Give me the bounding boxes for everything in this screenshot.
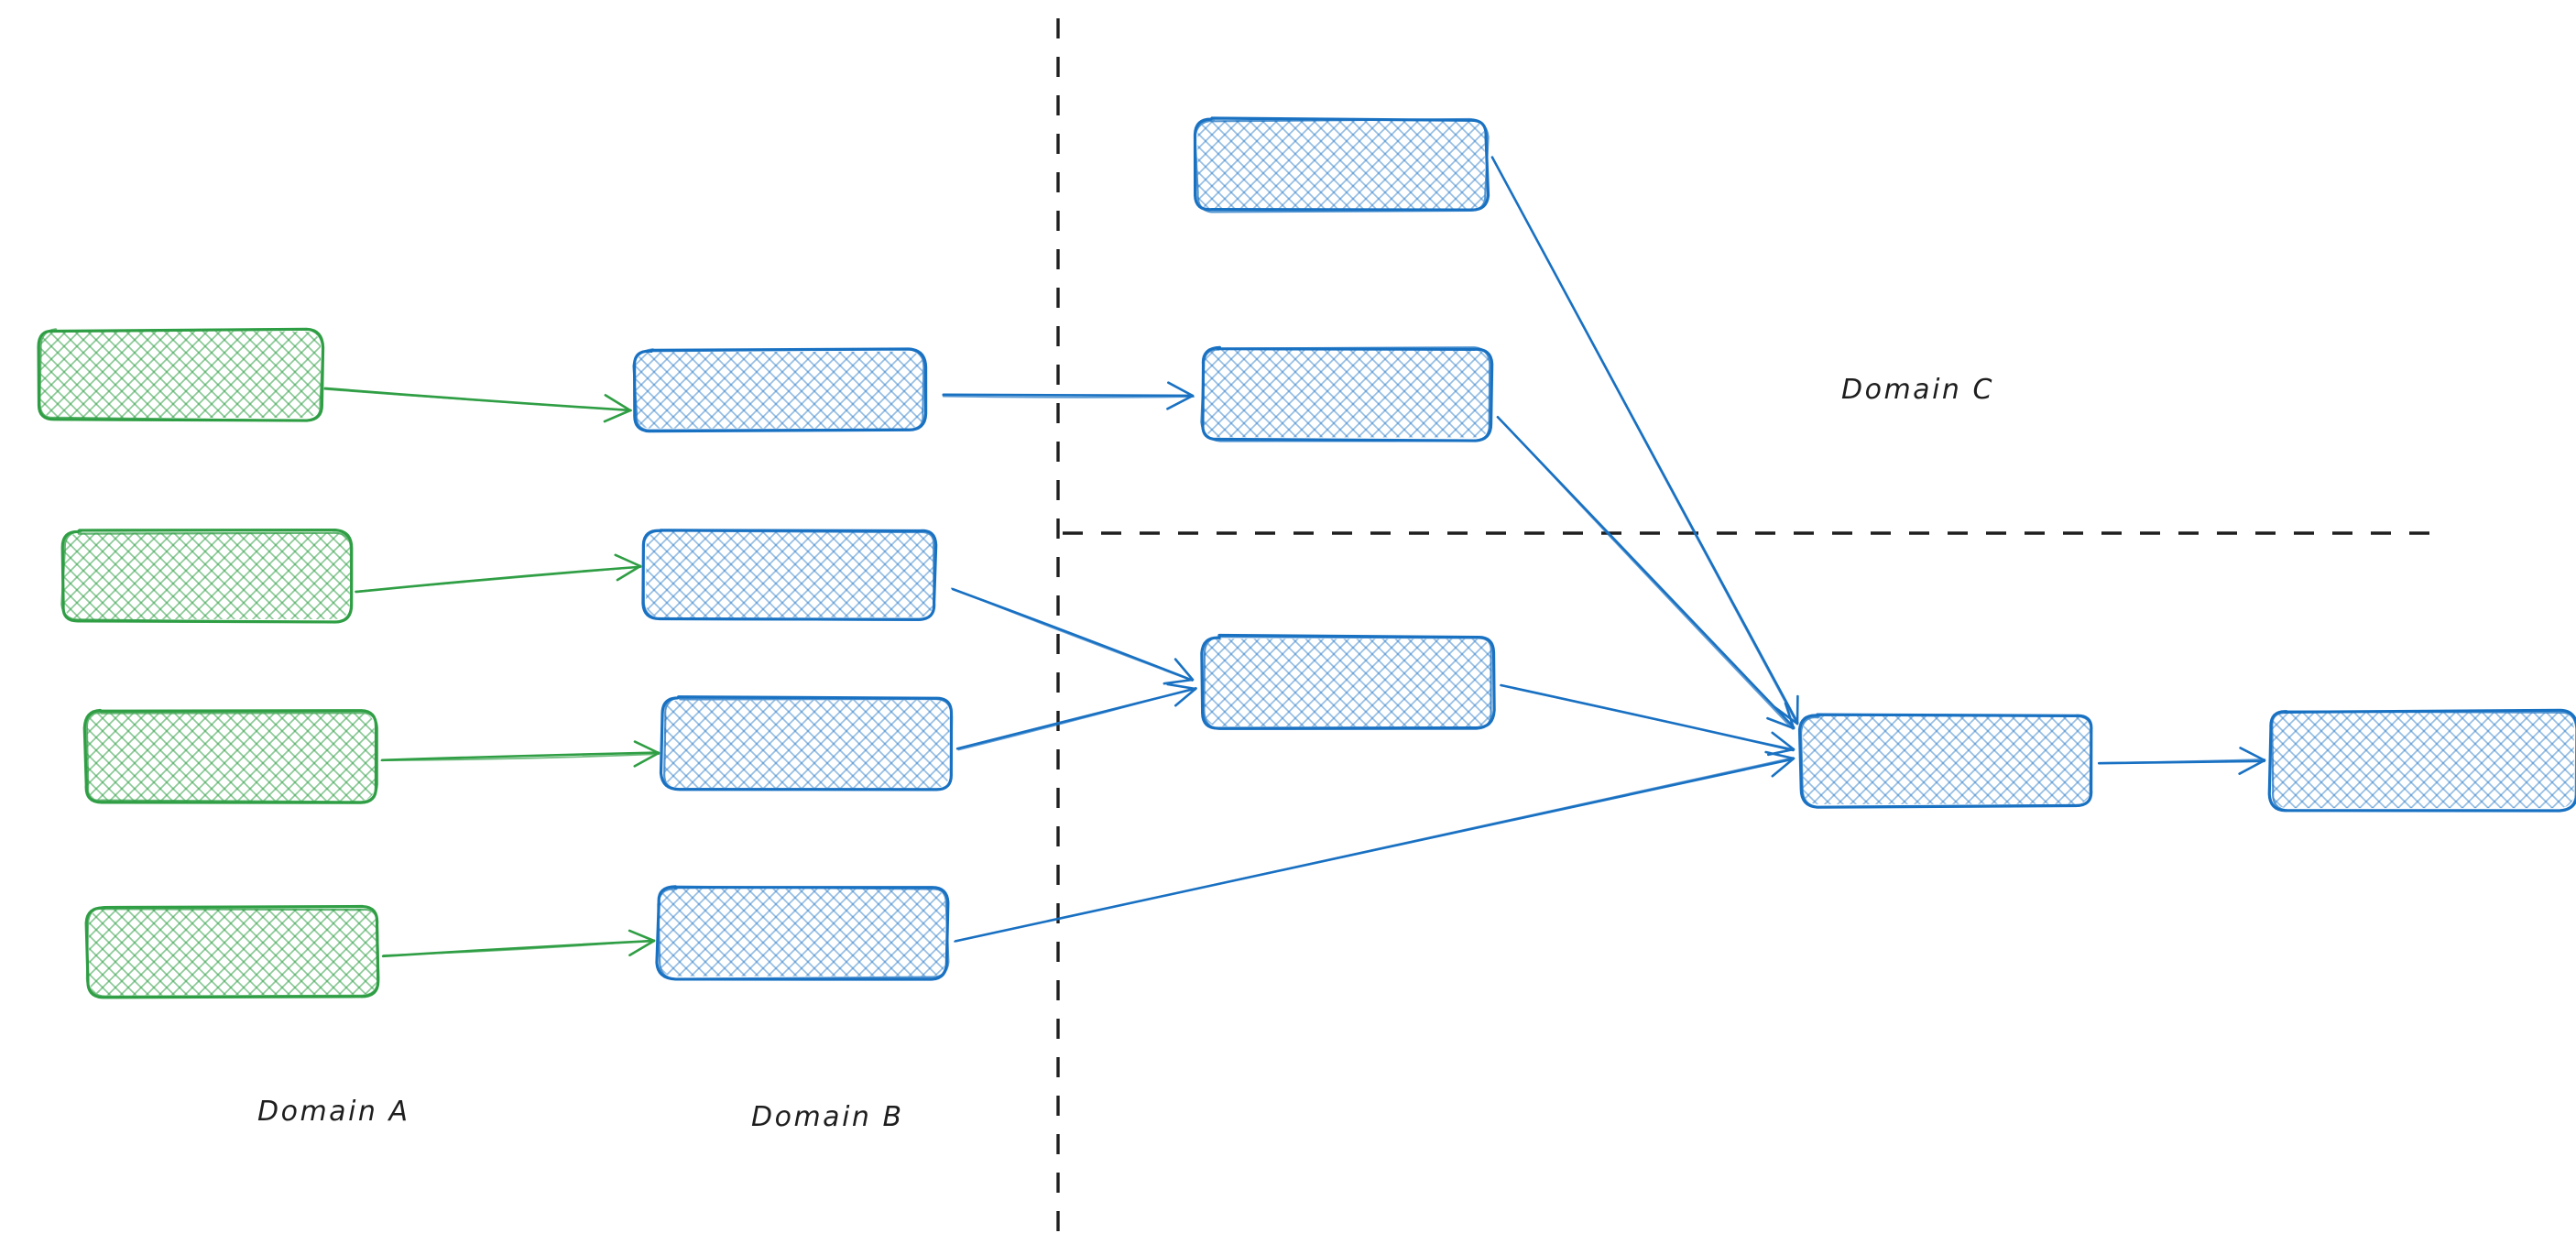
- edge-arrowhead: [1166, 394, 1195, 410]
- node-d1[interactable]: [1797, 713, 2093, 809]
- edge-c1-d1: [1490, 156, 1799, 726]
- node-outline2-b2: [642, 529, 935, 622]
- edge-arrowhead: [628, 929, 656, 943]
- edges-layer: [323, 156, 2266, 958]
- edge-arrowhead: [1764, 750, 1796, 760]
- edge-arrowhead: [1173, 658, 1195, 682]
- node-a4[interactable]: [84, 904, 380, 999]
- node-outline2-a2: [60, 529, 353, 624]
- edge-stroke: [950, 587, 1194, 682]
- node-c2[interactable]: [1200, 345, 1494, 442]
- node-b3[interactable]: [659, 695, 954, 791]
- edge-b2-c3: [950, 587, 1195, 685]
- node-e1[interactable]: [2267, 708, 2576, 813]
- node-fill-c2: [1203, 349, 1490, 438]
- node-fill-c3: [1204, 638, 1492, 727]
- edge-stroke: [323, 387, 633, 412]
- edge-stroke: [380, 753, 660, 761]
- node-a3[interactable]: [82, 708, 379, 804]
- edge-a4-b4: [381, 929, 656, 958]
- edge-stroke: [1500, 684, 1795, 750]
- edge-stroke: [354, 565, 642, 593]
- edge-c2-d1: [1496, 415, 1796, 730]
- node-fill-a4: [89, 908, 377, 996]
- node-fill-a2: [64, 532, 351, 620]
- node-outline2-b3: [663, 696, 954, 791]
- edge-arrowhead: [1766, 716, 1796, 730]
- edge-arrowhead: [2239, 747, 2266, 762]
- edge-arrowhead: [603, 409, 632, 423]
- edge-arrowhead: [616, 564, 642, 582]
- node-fill-b1: [635, 351, 924, 429]
- edge-stroke: [380, 751, 660, 762]
- edge-a1-b1: [323, 387, 633, 423]
- edge-b1-c2: [942, 381, 1195, 410]
- node-b4[interactable]: [655, 885, 950, 981]
- edge-stroke: [382, 939, 656, 956]
- node-b1[interactable]: [632, 347, 928, 433]
- edge-stroke: [2098, 758, 2265, 764]
- node-fill-e1: [2271, 712, 2574, 809]
- node-fill-b4: [659, 889, 945, 977]
- node-outline2-e1: [2271, 710, 2576, 813]
- label-domain-a: Domain A: [257, 1096, 410, 1128]
- edge-stroke: [942, 393, 1194, 398]
- node-fill-b2: [645, 530, 934, 618]
- edge-arrowhead: [1784, 702, 1796, 730]
- label-domain-b: Domain B: [751, 1101, 904, 1133]
- dividers-layer: [1056, 18, 2448, 1239]
- node-outline2-a1: [38, 327, 324, 422]
- node-fill-a1: [40, 331, 322, 419]
- node-a1[interactable]: [37, 327, 325, 422]
- node-outline-c2: [1201, 345, 1494, 442]
- node-fill-b3: [664, 700, 950, 789]
- node-outline2-b1: [632, 348, 925, 431]
- node-fill-d1: [1803, 715, 2090, 805]
- edge-arrowhead: [1162, 678, 1195, 685]
- node-fill-a3: [86, 712, 376, 802]
- node-b2[interactable]: [641, 529, 938, 622]
- edge-a3-b3: [380, 740, 660, 768]
- edge-stroke: [942, 395, 1195, 398]
- edge-b3-c3: [955, 682, 1197, 751]
- node-outline2-a4: [85, 905, 380, 998]
- edge-arrowhead: [614, 553, 642, 568]
- edge-stroke: [1491, 157, 1797, 724]
- nodes-layer: [37, 116, 2576, 999]
- edge-stroke: [1497, 417, 1794, 730]
- edge-arrowhead: [1771, 757, 1796, 778]
- node-fill-c1: [1197, 120, 1486, 210]
- node-outline2-c2: [1200, 346, 1491, 442]
- edge-arrowhead: [1167, 381, 1195, 398]
- edge-arrowhead: [604, 394, 632, 412]
- edge-arrowhead: [633, 751, 660, 768]
- node-outline2-c3: [1203, 636, 1492, 731]
- edge-stroke: [953, 757, 1795, 943]
- edge-arrowhead: [1173, 687, 1197, 707]
- node-outline2-b4: [657, 885, 950, 980]
- node-c3[interactable]: [1200, 633, 1496, 731]
- node-outline2-a3: [85, 711, 379, 803]
- edge-b4-d1: [953, 750, 1796, 943]
- edge-arrowhead: [1166, 682, 1197, 691]
- edge-arrowhead: [2238, 758, 2266, 775]
- node-a2[interactable]: [60, 528, 354, 624]
- node-c1[interactable]: [1193, 116, 1490, 213]
- label-domain-c: Domain C: [1841, 374, 1994, 406]
- edge-arrowhead: [1771, 731, 1796, 751]
- node-outline-b4: [655, 885, 950, 981]
- edge-a2-b2: [354, 553, 642, 594]
- edge-arrowhead: [633, 740, 660, 755]
- edge-stroke: [957, 687, 1196, 751]
- edge-c3-d1: [1500, 683, 1796, 757]
- node-outline2-c1: [1194, 117, 1490, 213]
- edge-d1-e1: [2097, 747, 2266, 775]
- edge-arrowhead: [628, 939, 656, 956]
- node-outline2-d1: [1800, 714, 2093, 809]
